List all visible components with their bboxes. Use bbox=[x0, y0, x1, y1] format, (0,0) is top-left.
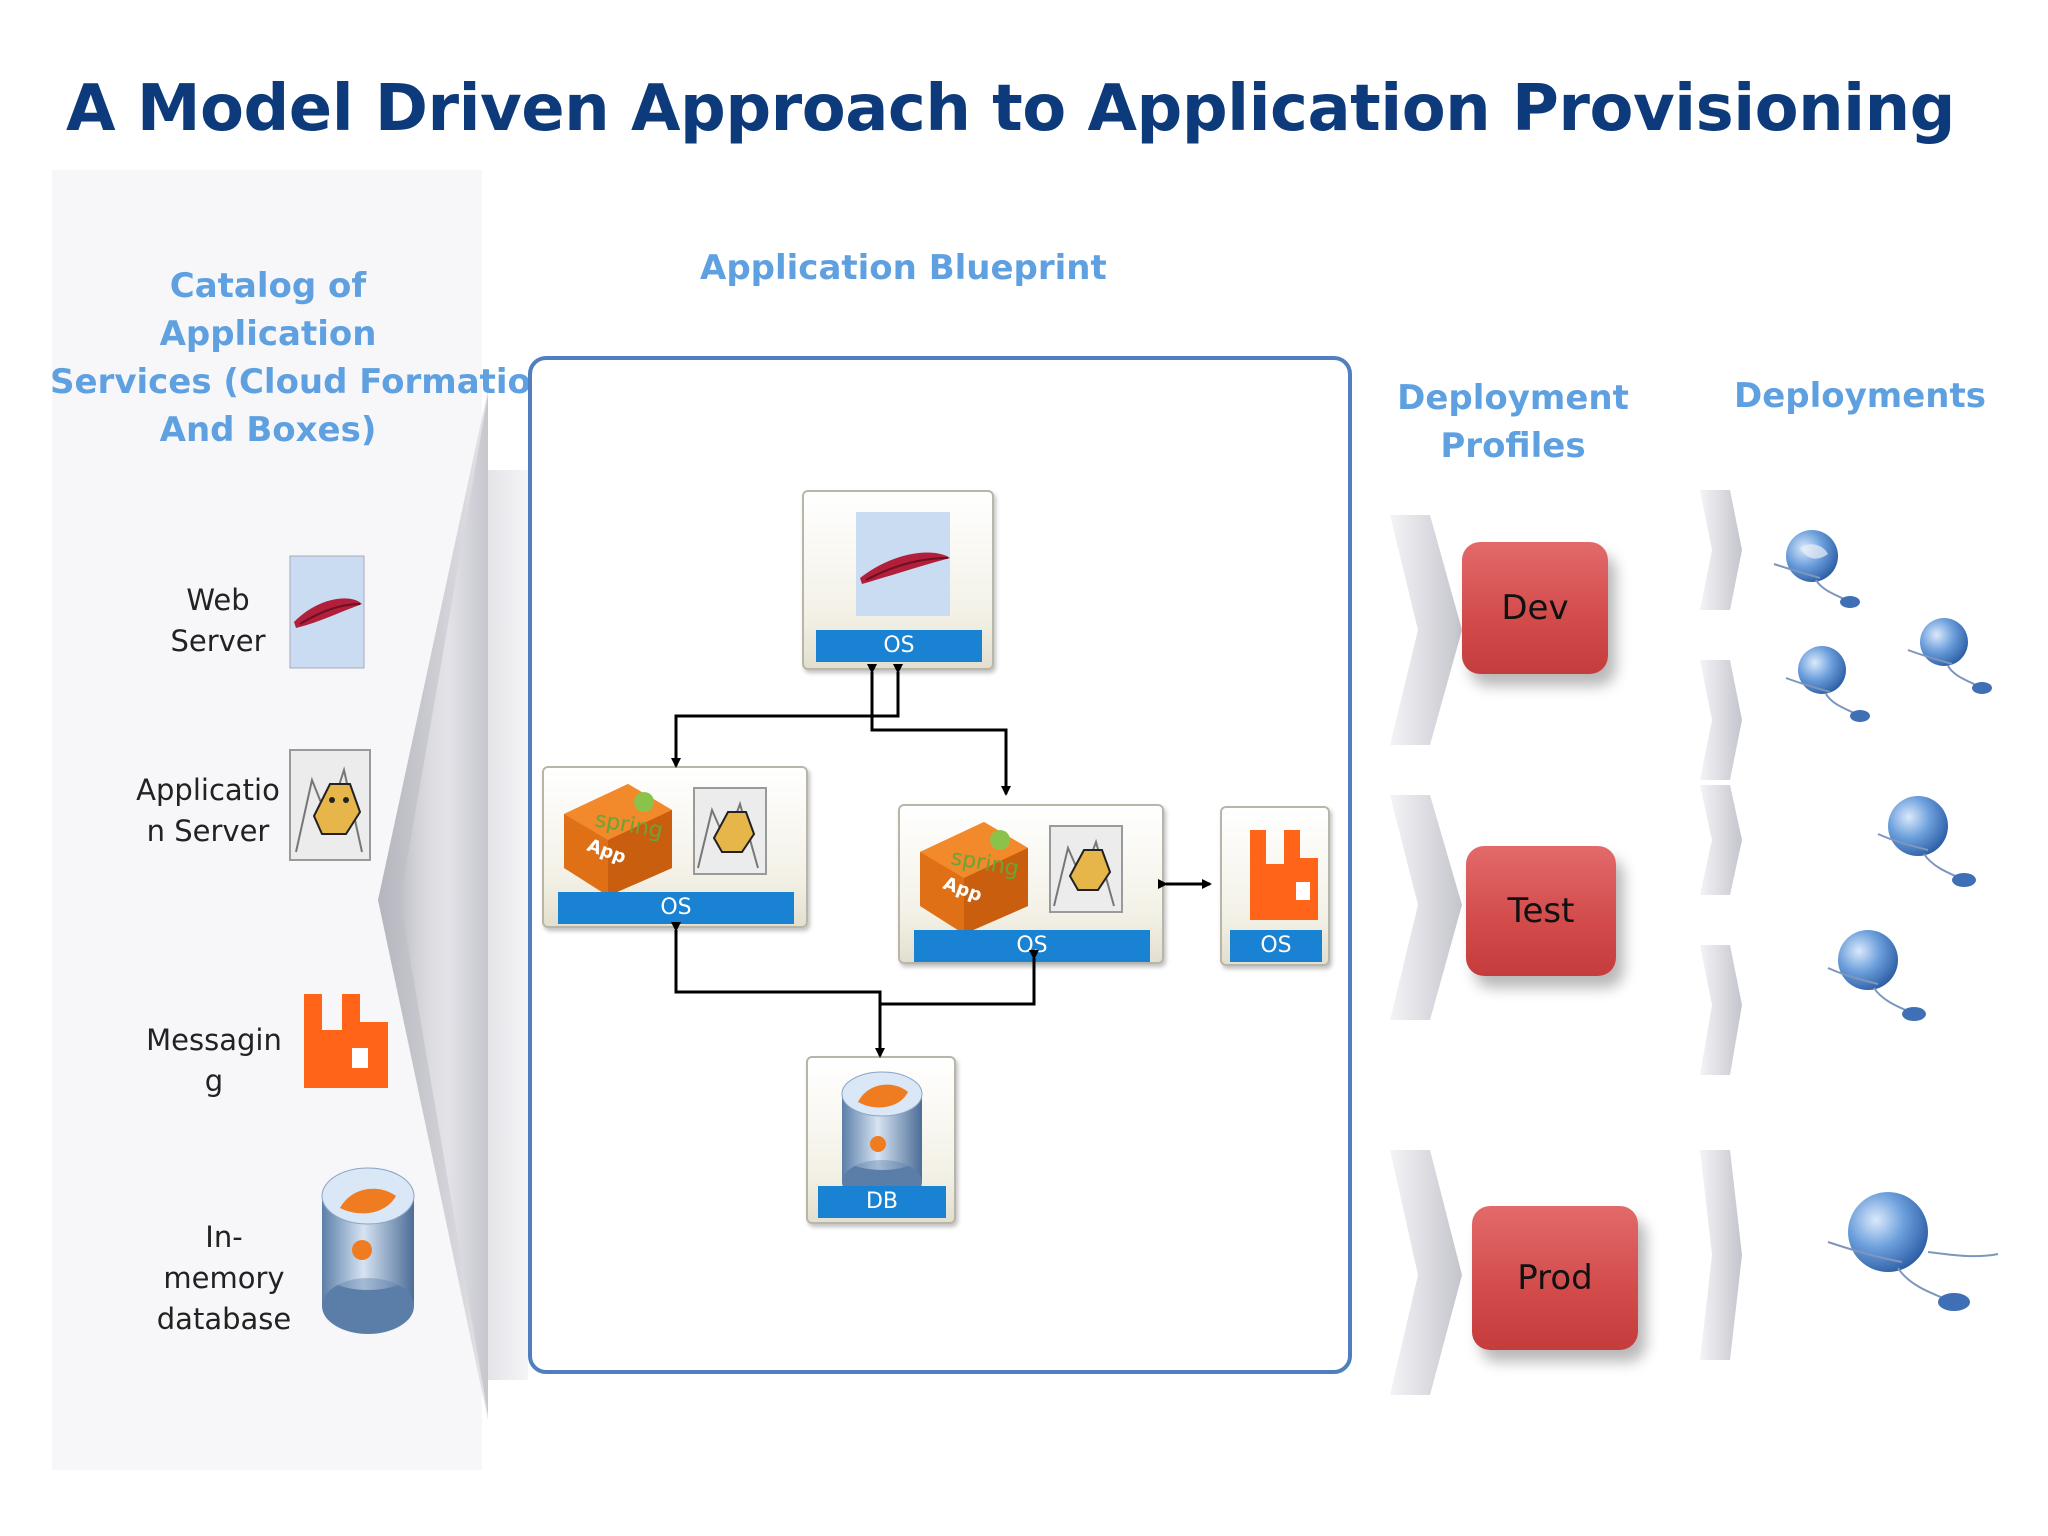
database-node[interactable]: DB bbox=[806, 1056, 956, 1224]
catalog-item-label-line: Applicatio bbox=[136, 773, 280, 807]
blueprint-heading: Application Blueprint bbox=[700, 248, 1107, 288]
rabbitmq-icon bbox=[1250, 830, 1318, 920]
catalog-item-label-line: database bbox=[156, 1302, 292, 1336]
catalog-item-label-line: Messagin bbox=[146, 1023, 282, 1057]
profiles-heading-line: Deployment bbox=[1397, 378, 1629, 418]
web-server-node[interactable]: OS bbox=[802, 490, 994, 670]
profile-prod[interactable]: Prod bbox=[1472, 1206, 1638, 1350]
deploy-chevron-4 bbox=[1700, 945, 1742, 1075]
deployments-heading: Deployments bbox=[1734, 376, 1986, 416]
catalog-item-label-line: memory bbox=[163, 1261, 285, 1295]
catalog-item-app-server-label: Applicatio n Server bbox=[130, 770, 286, 852]
spring-app-cube-icon bbox=[920, 822, 1028, 934]
catalog-item-web-server-label: Web Server bbox=[148, 580, 288, 662]
deploy-chevron-1 bbox=[1700, 490, 1742, 610]
catalog-item-label-line: Web bbox=[186, 583, 250, 617]
app-server-node-left[interactable]: spring App OS bbox=[542, 766, 808, 928]
catalog-item-label-line: Server bbox=[170, 624, 266, 658]
catalog-heading-line: Services (Cloud Formation bbox=[50, 362, 556, 402]
catalog-heading-line: And Boxes) bbox=[159, 410, 377, 450]
apache-feather-icon bbox=[856, 512, 950, 616]
tomcat-icon bbox=[693, 787, 767, 875]
db-node-bar: DB bbox=[818, 1186, 946, 1218]
app-server-node-right[interactable]: spring App OS bbox=[898, 804, 1164, 964]
catalog-funnel-shade bbox=[400, 395, 488, 1415]
app-node-right-os-bar: OS bbox=[914, 930, 1150, 962]
deploy-chevron-5 bbox=[1700, 1150, 1742, 1360]
catalog-heading-line: Catalog of bbox=[169, 266, 367, 306]
profile-chevron-prod bbox=[1390, 1150, 1462, 1395]
catalog-item-in-memory-db-label: In- memory database bbox=[150, 1217, 298, 1340]
tomcat-icon bbox=[1049, 825, 1123, 913]
deploy-chevron-3 bbox=[1700, 785, 1742, 895]
profile-dev[interactable]: Dev bbox=[1462, 542, 1608, 674]
spring-app-tomcat-icons: spring App bbox=[920, 822, 1123, 934]
spring-app-cube-icon bbox=[564, 784, 672, 896]
catalog-item-label-line: g bbox=[204, 1064, 224, 1098]
catalog-item-label-line: In- bbox=[205, 1220, 243, 1254]
profile-chevron-test bbox=[1390, 795, 1462, 1020]
page-title: A Model Driven Approach to Application P… bbox=[66, 72, 1955, 146]
deploy-chevron-2 bbox=[1700, 660, 1742, 780]
web-node-os-bar: OS bbox=[816, 630, 982, 662]
catalog-heading: Catalog of Application Services (Cloud F… bbox=[50, 262, 556, 454]
profile-chevron-dev bbox=[1390, 515, 1462, 745]
profiles-heading: Deployment Profiles bbox=[1378, 374, 1648, 470]
catalog-heading-line: Application bbox=[159, 314, 377, 354]
spring-app-tomcat-icons: spring App bbox=[564, 784, 767, 896]
messaging-node[interactable]: OS bbox=[1220, 806, 1330, 966]
app-node-left-os-bar: OS bbox=[558, 892, 794, 924]
profile-test[interactable]: Test bbox=[1466, 846, 1616, 976]
messaging-node-os-bar: OS bbox=[1230, 930, 1322, 962]
profiles-heading-line: Profiles bbox=[1440, 426, 1586, 466]
catalog-item-label-line: n Server bbox=[146, 814, 270, 848]
catalog-item-messaging-label: Messagin g bbox=[140, 1020, 288, 1102]
